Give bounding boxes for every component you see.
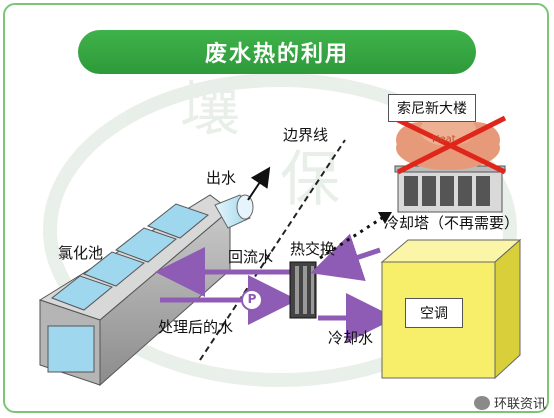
- label-return-water: 回流水: [228, 248, 274, 266]
- label-boundary: 边界线: [283, 126, 329, 144]
- background-seal-watermark: 壤 保: [43, 73, 517, 387]
- cross-out-icon: [396, 115, 507, 175]
- watermark-text: 环联资讯: [493, 397, 546, 412]
- svg-text:保: 保: [280, 145, 340, 215]
- label-aircon: 空调: [405, 298, 463, 328]
- label-pool: 氯化池: [58, 244, 104, 262]
- svg-text:壤: 壤: [180, 75, 240, 145]
- heat-exchanger-icon: [289, 261, 317, 319]
- pump-icon: [241, 289, 263, 311]
- cooling-tower-icon: [394, 165, 506, 213]
- label-outflow: 出水: [206, 169, 237, 187]
- label-treated-water: 处理后的水: [158, 318, 234, 336]
- label-building: 索尼新大楼: [388, 94, 476, 122]
- hot-pipe-from-ac: [310, 233, 381, 282]
- label-heat-exchange: 热交换: [290, 240, 336, 258]
- wechat-icon: [473, 395, 490, 410]
- outflow-arrow: [247, 166, 271, 201]
- pump-label: P: [247, 292, 257, 306]
- page-title: 废水热的利用: [78, 30, 476, 74]
- label-cooling-water: 冷却水: [328, 329, 374, 347]
- source-watermark: 环联资讯: [473, 393, 546, 412]
- boundary-line: [199, 139, 346, 361]
- heat-label: Heat: [432, 134, 456, 145]
- label-cooling-tower: 冷却塔（不再需要）: [384, 214, 520, 232]
